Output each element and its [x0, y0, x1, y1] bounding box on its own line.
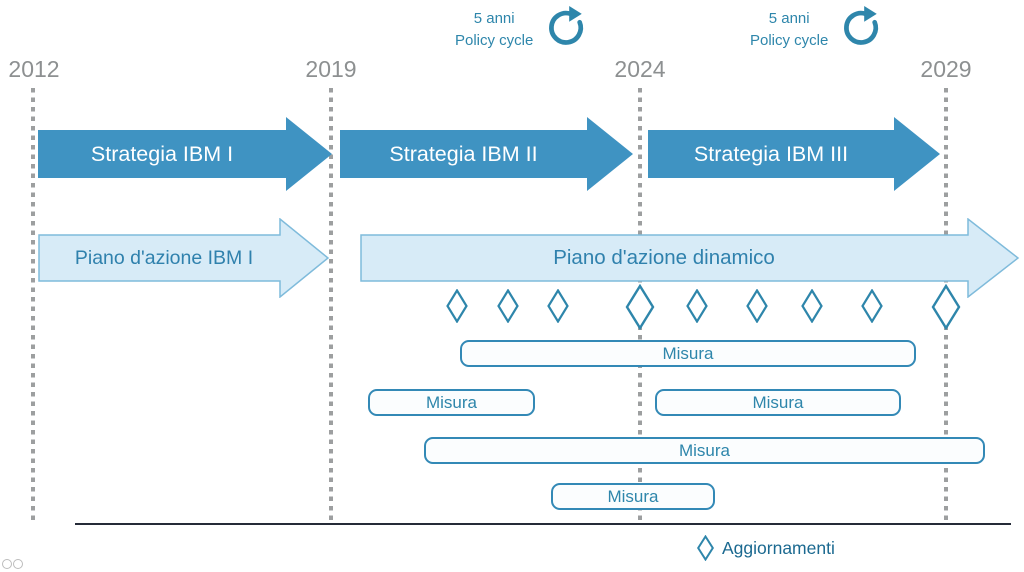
measure-box-5-label: Misura — [607, 486, 659, 506]
policy-cycle-duration: 5 anni — [768, 10, 810, 27]
year-label-2012: 2012 — [8, 56, 60, 82]
measure-box-4-label: Misura — [678, 440, 730, 460]
year-label-2029: 2029 — [920, 56, 972, 82]
strategy-arrow-shape — [38, 117, 332, 191]
strategy-arrow-shape — [340, 117, 633, 191]
action-plan-arrow-1-label: Piano d'azione IBM I — [74, 246, 254, 269]
watermark-circles — [2, 559, 23, 569]
measure-box-1: Misura — [460, 340, 916, 367]
measure-box-3: Misura — [655, 389, 901, 416]
update-diamond-icon — [446, 289, 468, 323]
gridline-2012 — [31, 88, 35, 522]
strategy-arrow-1: Strategia IBM I — [38, 117, 332, 191]
strategy-arrow-3: Strategia IBM III — [648, 117, 940, 191]
policy-cycle-badge-2: 5 anni Policy cycle — [750, 5, 882, 52]
update-diamond-icon-large — [931, 284, 961, 330]
action-plan-arrow-2: Piano d'azione dinamico — [360, 218, 1020, 298]
action-plan-arrow-2-label: Piano d'azione dinamico — [553, 246, 775, 269]
update-diamond-icon — [861, 289, 883, 323]
policy-cycle-badge-1: 5 anni Policy cycle — [455, 5, 587, 52]
update-diamond-icon-large — [625, 284, 655, 330]
strategy-arrow-1-label: Strategia IBM I — [90, 141, 234, 166]
policy-cycle-label: Policy cycle — [455, 31, 534, 49]
update-diamond-icon — [547, 289, 569, 323]
measure-box-2-label: Misura — [425, 392, 477, 412]
legend: Aggiornamenti — [697, 535, 835, 561]
action-plan-arrow-1: Piano d'azione IBM I — [38, 218, 330, 298]
gridline-2019 — [329, 88, 333, 522]
measure-box-2: Misura — [368, 389, 535, 416]
year-label-2019: 2019 — [305, 56, 357, 82]
policy-cycle-text: 5 anni Policy cycle — [750, 5, 828, 52]
strategy-arrow-shape — [648, 117, 940, 191]
measure-box-5: Misura — [551, 483, 715, 510]
action-plan-arrow-shape — [38, 218, 330, 298]
legend-diamond-icon — [697, 535, 714, 561]
action-plan-arrow-shape — [360, 218, 1020, 298]
update-diamond-icon — [746, 289, 768, 323]
policy-cycle-duration: 5 anni — [473, 10, 515, 27]
update-diamond-icon — [497, 289, 519, 323]
measure-box-4: Misura — [424, 437, 985, 464]
cycle-arrow-icon — [549, 6, 584, 45]
strategy-arrow-2: Strategia IBM II — [340, 117, 633, 191]
legend-label: Aggiornamenti — [722, 537, 835, 558]
cycle-arrow-icon — [844, 6, 879, 45]
strategy-arrow-2-label: Strategia IBM II — [389, 141, 538, 166]
measure-box-3-label: Misura — [752, 392, 804, 412]
timeline-baseline — [75, 523, 1011, 525]
policy-cycle-text: 5 anni Policy cycle — [455, 5, 533, 52]
strategy-arrow-3-label: Strategia IBM III — [693, 141, 849, 166]
update-diamond-icon — [686, 289, 708, 323]
policy-cycle-label: Policy cycle — [750, 31, 829, 49]
update-diamond-icon — [801, 289, 823, 323]
measure-box-1-label: Misura — [662, 343, 714, 363]
year-label-2024: 2024 — [614, 56, 666, 82]
